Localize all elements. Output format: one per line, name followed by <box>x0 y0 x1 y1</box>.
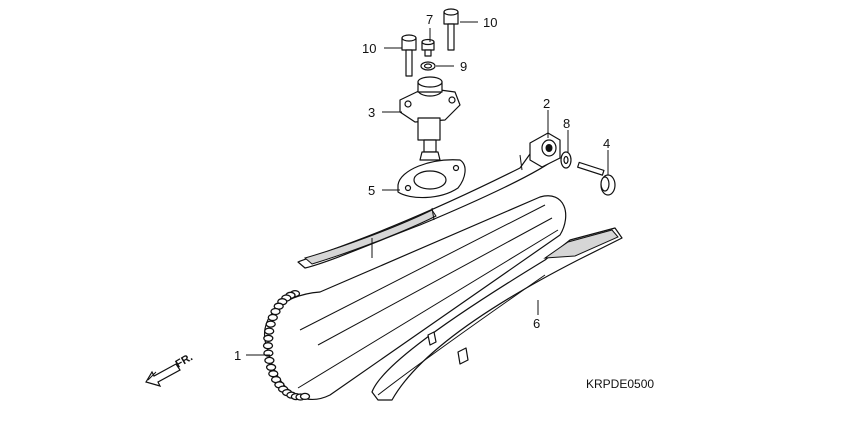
callout-4: 4 <box>603 136 610 151</box>
chain-link <box>268 370 279 378</box>
callout-5: 5 <box>368 183 375 198</box>
tensioner-lifter[interactable] <box>399 76 461 161</box>
callout-9: 9 <box>460 59 467 74</box>
bolt-right[interactable] <box>443 8 459 51</box>
front-label: FR. <box>174 351 195 370</box>
chain-link <box>262 342 274 350</box>
callout-3: 3 <box>368 105 375 120</box>
chain-link <box>264 327 275 335</box>
chain-link <box>265 363 277 371</box>
chain-link <box>267 313 278 322</box>
chain-link <box>265 320 276 328</box>
pivot-bolt[interactable] <box>577 161 616 196</box>
callout-10-left: 10 <box>362 41 376 56</box>
leader-lines <box>246 21 609 356</box>
callout-10-right: 10 <box>483 15 497 30</box>
chain-link <box>263 334 274 342</box>
bolt-left[interactable] <box>401 34 417 77</box>
tensioner-slider[interactable] <box>297 132 561 269</box>
callout-8: 8 <box>563 116 570 131</box>
callout-2: 2 <box>543 96 550 111</box>
sealing-bolt[interactable] <box>421 38 435 57</box>
cam-chain[interactable] <box>262 195 567 401</box>
cam-chain-guide[interactable] <box>371 227 623 401</box>
washer[interactable] <box>560 151 572 169</box>
callout-1: 1 <box>234 348 241 363</box>
front-direction-arrow: FR. <box>145 351 195 387</box>
chain-link <box>264 356 275 365</box>
chain-link <box>270 307 281 316</box>
chain-link <box>299 392 311 401</box>
diagram-code: KRPDE0500 <box>586 377 654 391</box>
gasket[interactable] <box>397 159 466 199</box>
o-ring[interactable] <box>420 61 436 71</box>
callout-6: 6 <box>533 316 540 331</box>
callout-7: 7 <box>426 12 433 27</box>
